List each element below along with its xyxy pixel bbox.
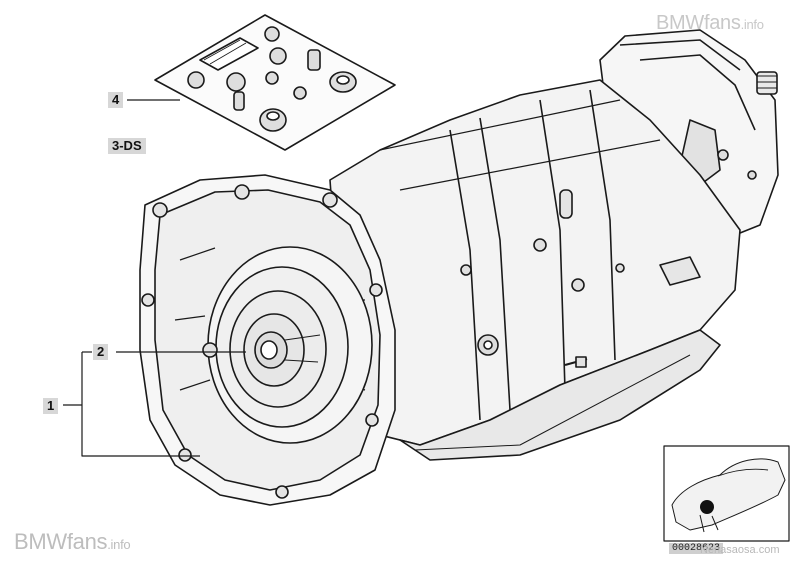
torque-converter (202, 246, 373, 444)
watermark-small: Nenasaosa.com (700, 544, 780, 556)
callout-part-1: 1 (43, 398, 59, 414)
callout-part-4: 4 (108, 92, 124, 108)
callout-part-2: 2 (93, 344, 109, 360)
watermark-bottom: BMWfans.info (14, 529, 131, 554)
oil-pan (399, 329, 721, 461)
parts-kit-4 (154, 14, 396, 151)
callout-part-3ds: 3-DS (108, 138, 146, 154)
leader-lines (63, 99, 246, 457)
watermark-top: BMWfans.info (656, 12, 764, 34)
car-thumbnail (663, 445, 790, 542)
reference-code: 00028623 (669, 543, 724, 554)
